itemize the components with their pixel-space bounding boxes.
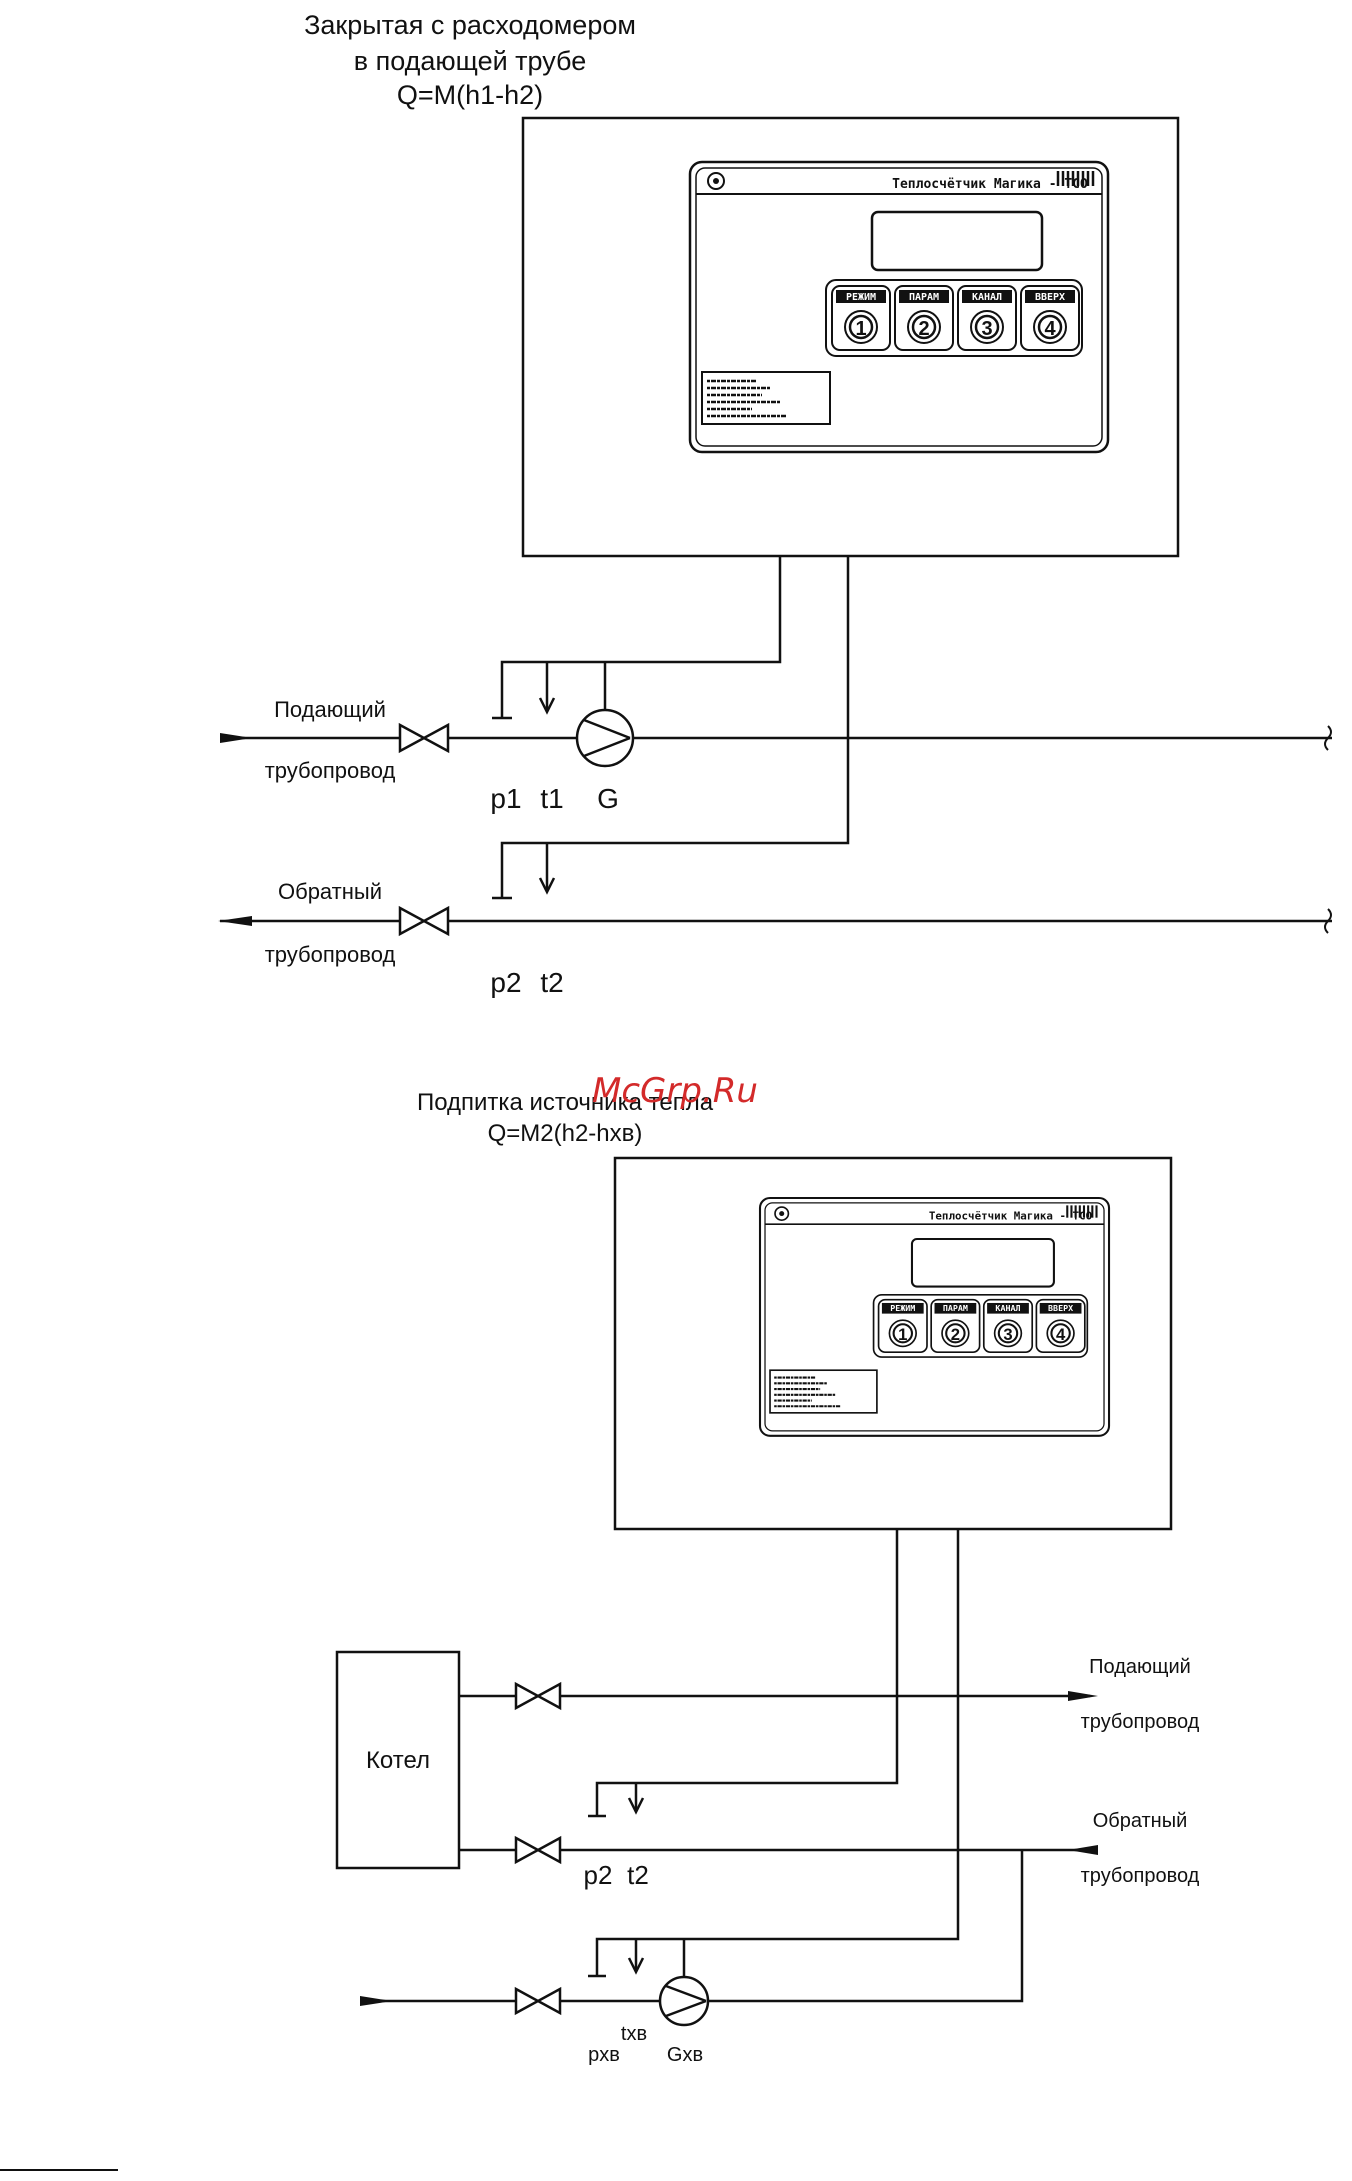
diagram2-supply-arrow	[1068, 1691, 1098, 1701]
diagram1-title-line1: Закрытая с расходомером	[304, 10, 636, 40]
diagram1-formula: Q=M(h1-h2)	[397, 80, 543, 110]
diagram2-sensor-p2: p2	[584, 1860, 613, 1890]
diagram1-supply-pipe	[220, 725, 1332, 751]
diagram1-supply-label-1: Подающий	[274, 697, 386, 722]
diagram2-cables	[595, 1529, 960, 1978]
diagram2-sensor-pxv: pхв	[588, 2044, 620, 2066]
diagram2-sensor-t2: t2	[627, 1860, 649, 1890]
meter1-btn2-number: 2	[918, 318, 929, 340]
diagram2-boiler-label: Котел	[366, 1747, 430, 1774]
diagram2-supply-label-2: трубопровод	[1081, 1711, 1200, 1733]
meter2-btn3-label: КАНАЛ	[995, 1303, 1020, 1313]
diagram2-temp-probes	[627, 1797, 645, 1975]
diagram2-return-label-2: трубопровод	[1081, 1865, 1200, 1887]
meter1-btn2-label: ПАРАМ	[909, 292, 939, 303]
diagram1-supply-label-2: трубопровод	[265, 758, 396, 783]
diagram1-sensor-t1: t1	[540, 783, 563, 814]
diagram2-cabinet	[613, 1156, 1173, 1531]
diagram2-makeup-valve	[514, 1986, 562, 2016]
diagram-2: Подпитка источника тепла McGrp.Ru Q=M2(h…	[335, 1071, 1200, 2066]
diagram1-sensor-t2: t2	[540, 967, 563, 998]
watermark: McGrp.Ru	[592, 1071, 758, 1111]
diagram1-sensor-g: G	[597, 783, 619, 814]
diagram2-supply-valve	[514, 1681, 562, 1711]
diagram2-sensor-txv: tхв	[621, 2023, 647, 2045]
diagram1-flowmeter	[575, 708, 635, 768]
diagram2-boiler	[335, 1650, 461, 1870]
meter1-btn1-number: 1	[855, 318, 866, 340]
diagram1-return-pipe	[220, 908, 1332, 934]
diagram1-temp-probes	[538, 662, 556, 895]
diagram2-formula: Q=M2(h2-hхв)	[488, 1120, 643, 1147]
meter2-btn2-number: 2	[951, 1325, 960, 1344]
meter1-btn4-number: 4	[1044, 318, 1056, 340]
diagram2-supply-label-1: Подающий	[1089, 1656, 1191, 1678]
diagram1-sensor-p1: p1	[490, 783, 521, 814]
diagram1-supply-arrow	[220, 733, 252, 743]
meter2-btn4-label: ВВЕРХ	[1048, 1303, 1073, 1313]
diagram1-return-label-1: Обратный	[278, 879, 382, 904]
diagram2-makeup-arrow	[360, 1996, 392, 2006]
meter2-btn4-number: 4	[1056, 1325, 1066, 1344]
diagram1-cabinet	[521, 116, 1180, 558]
diagram2-title: Подпитка источника тепла	[417, 1089, 714, 1116]
diagram-1: Закрытая с расходомером в подающей трубе…	[218, 10, 1332, 998]
meter1-btn3-label: КАНАЛ	[972, 292, 1002, 303]
meter2-title: Теплосчётчик Магика - ТСО	[929, 1209, 1092, 1222]
diagram1-return-arrow	[218, 916, 252, 926]
diagram1-meter-panel: Теплосчётчик Магика - ТСО РЕЖИМ ПАРАМ КА…	[688, 160, 1110, 454]
diagram1-pressure-taps	[492, 716, 512, 900]
diagram2-return-label-1: Обратный	[1093, 1810, 1188, 1832]
diagram2-makeup-flowmeter	[658, 1975, 710, 2027]
meter1-btn4-label: ВВЕРХ	[1035, 292, 1065, 303]
diagram2-return-arrow	[1068, 1845, 1098, 1855]
diagram1-return-label-2: трубопровод	[265, 942, 396, 967]
meter2-btn1-number: 1	[898, 1325, 907, 1344]
diagram1-sensor-p2: p2	[490, 967, 521, 998]
diagram2-meter-panel: Теплосчётчик Магика - ТСО РЕЖИМ ПАРАМ КА…	[758, 1196, 1111, 1437]
diagram1-supply-valve	[398, 722, 450, 754]
diagram2-sensor-gxv: Gхв	[667, 2044, 703, 2066]
diagram2-pressure-taps	[588, 1814, 606, 1978]
diagram2-makeup-pipe	[360, 1850, 1024, 2003]
meter1-btn1-label: РЕЖИМ	[846, 292, 876, 303]
meter1-btn3-number: 3	[981, 318, 992, 340]
diagram2-return-valve	[514, 1835, 562, 1865]
diagram1-return-valve	[398, 905, 450, 937]
meter2-btn3-number: 3	[1003, 1325, 1012, 1344]
meter2-btn1-label: РЕЖИМ	[890, 1303, 915, 1313]
meter1-title: Теплосчётчик Магика - ТСО	[892, 177, 1088, 192]
diagram1-cables	[500, 556, 850, 898]
meter2-btn2-label: ПАРАМ	[943, 1303, 968, 1313]
diagram1-title-line2: в подающей трубе	[354, 46, 586, 76]
